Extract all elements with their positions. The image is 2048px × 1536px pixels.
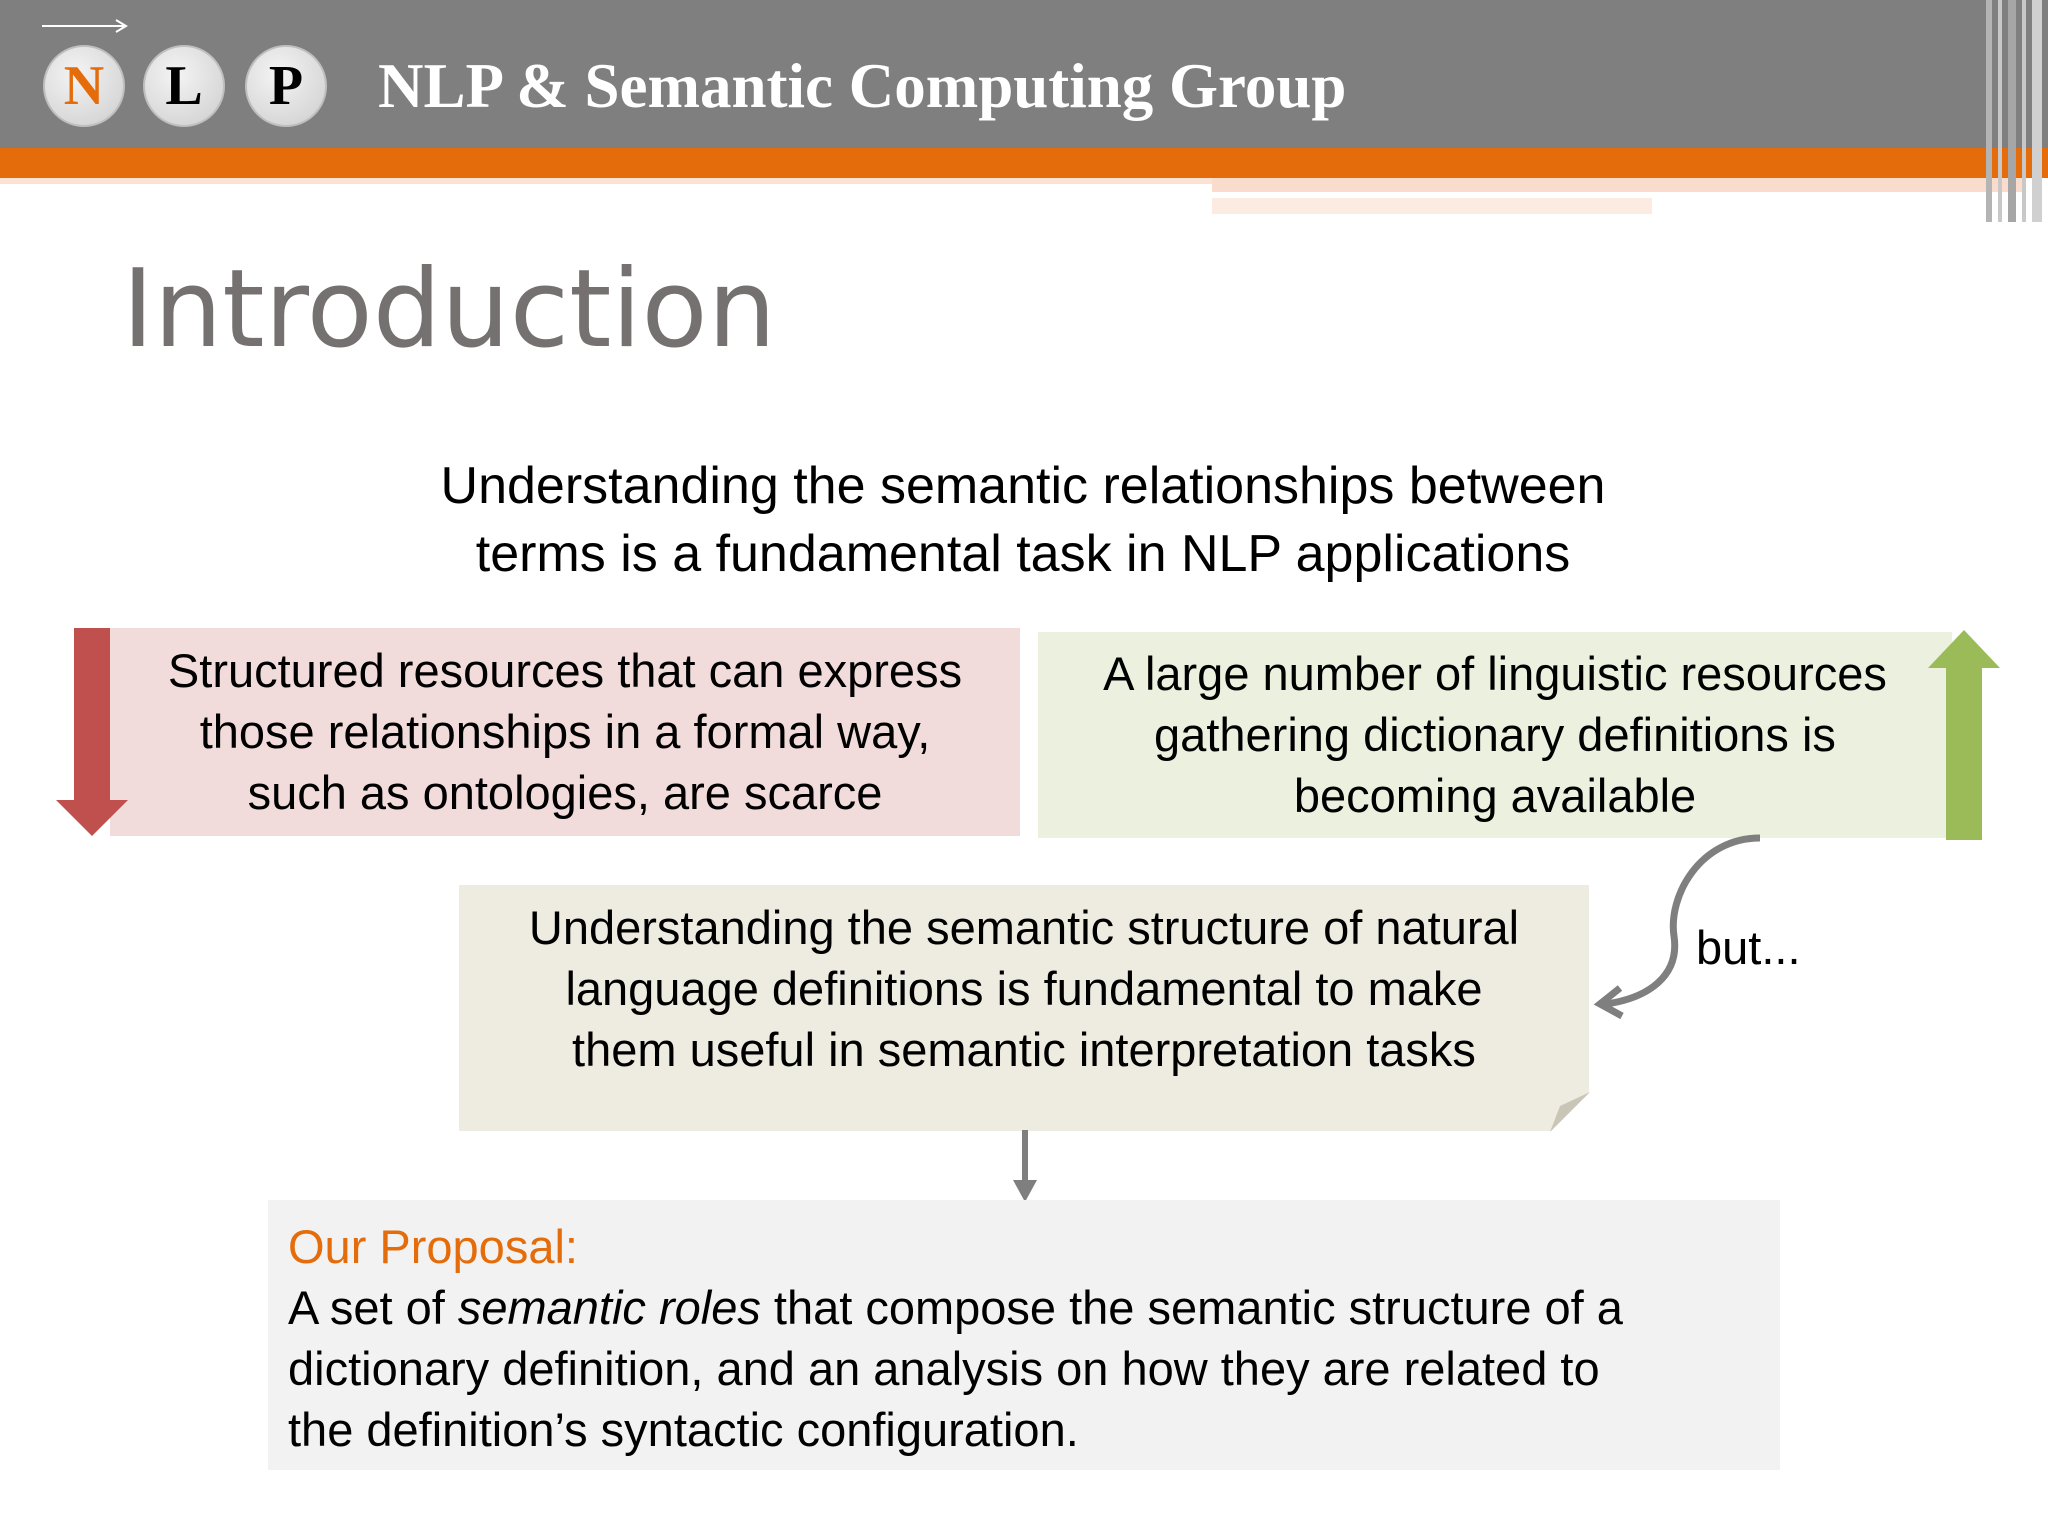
up-arrow-icon xyxy=(1928,630,2000,840)
proposal-line: A set of semantic roles that compose the… xyxy=(288,1277,1768,1338)
box-line: them useful in semantic interpretation t… xyxy=(572,1023,1476,1076)
connector-label: but... xyxy=(1696,921,1801,974)
intro-line: terms is a fundamental task in NLP appli… xyxy=(475,525,1571,583)
logo-letter-n: N xyxy=(43,45,125,127)
logo-arrow-icon xyxy=(42,19,128,33)
header-accent-strip xyxy=(0,178,1212,184)
slide-title: Introduction xyxy=(122,247,777,372)
intro-statement: Understanding the semantic relationships… xyxy=(240,452,1806,588)
proposal-emphasis: semantic roles xyxy=(457,1281,761,1334)
box-line: language definitions is fundamental to m… xyxy=(565,962,1483,1015)
proposal-heading: Our Proposal: xyxy=(288,1220,578,1273)
proposal-text: A set of xyxy=(288,1281,458,1334)
box-line: A large number of linguistic resources xyxy=(1103,647,1887,700)
box-line: gathering dictionary definitions is xyxy=(1154,708,1836,761)
proposal-line: the definition’s syntactic configuration… xyxy=(288,1403,1079,1456)
decorative-stripes xyxy=(1986,0,2048,222)
header-accent-bar xyxy=(0,148,2048,178)
group-title: NLP & Semantic Computing Group xyxy=(378,51,1347,121)
header-band xyxy=(0,0,2048,148)
box-line: those relationships in a formal way, xyxy=(199,705,931,758)
proposal-box: Our Proposal: A set of semantic roles th… xyxy=(268,1200,1780,1470)
header-divider xyxy=(1212,193,1897,197)
scarce-resources-box: Structured resources that can express th… xyxy=(110,628,1020,836)
definition-structure-box: Understanding the semantic structure of … xyxy=(459,885,1589,1131)
box-line: becoming available xyxy=(1293,769,1697,822)
logo-letter-p: P xyxy=(245,45,327,127)
intro-line: Understanding the semantic relationships… xyxy=(440,457,1606,515)
box-line: Structured resources that can express xyxy=(167,644,963,697)
header-accent-strip xyxy=(1212,178,2022,192)
down-arrow-icon xyxy=(1013,1130,1037,1202)
down-arrow-icon xyxy=(56,628,128,836)
page-fold-icon xyxy=(1550,1092,1590,1132)
box-line: Understanding the semantic structure of … xyxy=(528,901,1520,954)
proposal-line: dictionary definition, and an analysis o… xyxy=(288,1342,1600,1395)
available-resources-box: A large number of linguistic resources g… xyxy=(1038,632,1952,838)
box-line: such as ontologies, are scarce xyxy=(247,766,883,819)
proposal-text: that compose the semantic structure of a xyxy=(760,1281,1623,1334)
header-accent-strip xyxy=(1212,198,1652,214)
curved-arrow-icon xyxy=(1593,834,1761,1020)
logo-letter-l: L xyxy=(143,45,225,127)
